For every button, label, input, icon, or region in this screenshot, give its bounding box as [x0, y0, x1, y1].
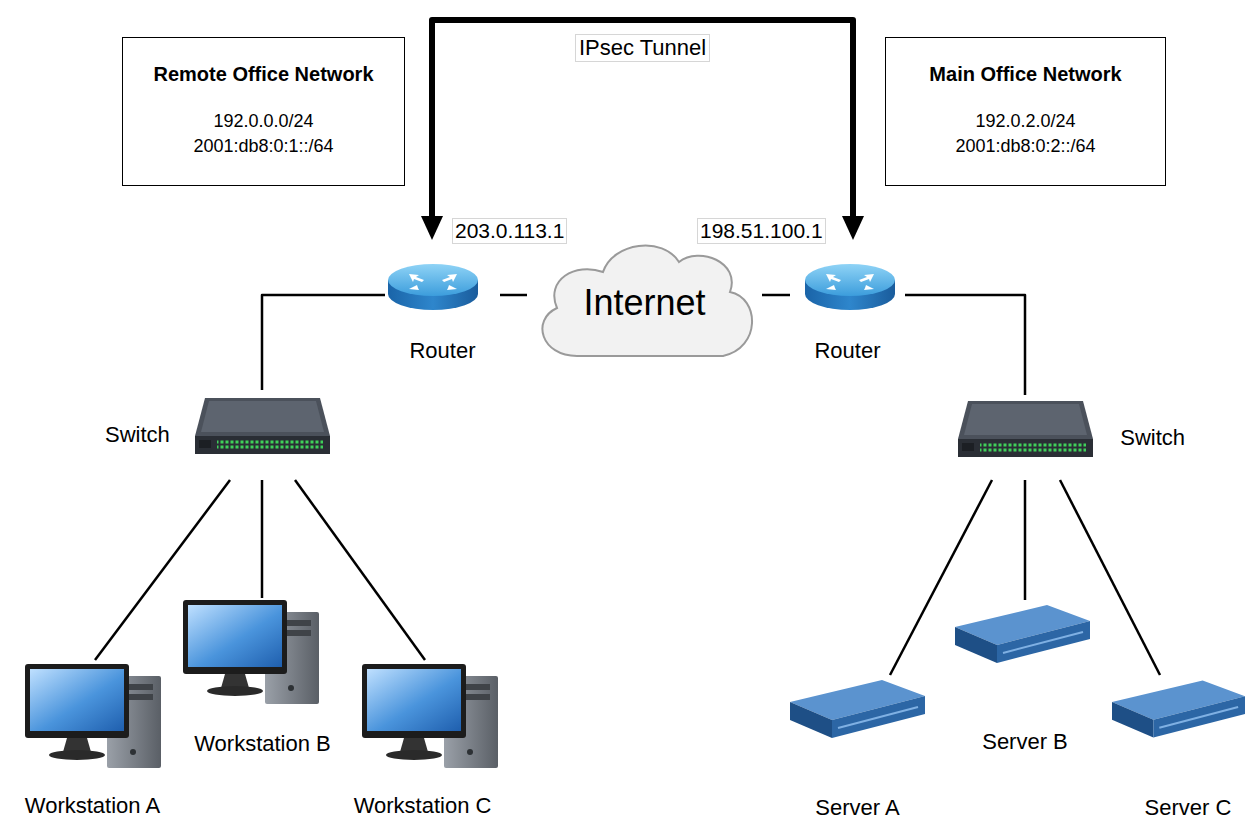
tunnel-label: IPsec Tunnel [575, 34, 710, 62]
server: Server A [780, 675, 935, 822]
device-label: Switch [1120, 424, 1185, 452]
network-link [95, 480, 230, 660]
workstation: Workstation C [340, 660, 505, 820]
ip-address-label: 203.0.113.1 [452, 218, 567, 244]
network-box: Remote Office Network 192.0.0.0/242001:db… [122, 37, 405, 186]
device-label: Internet [583, 274, 705, 324]
network-link [500, 294, 527, 297]
network-box: Main Office Network 192.0.2.0/242001:db8:… [885, 37, 1166, 186]
device-label: Workstation B [193, 730, 332, 758]
workstation: Workstation B [175, 598, 350, 758]
ipsec-tunnel [432, 20, 853, 216]
device-label: Server C [1144, 794, 1233, 822]
address-range: 192.0.0.0/24 [213, 109, 313, 134]
network-title: Remote Office Network [153, 62, 373, 87]
device-label: Workstation A [24, 792, 161, 820]
address-range: 192.0.2.0/24 [975, 109, 1075, 134]
router: Router [790, 240, 905, 365]
server: Server C [1130, 675, 1246, 822]
device-label: Switch [105, 421, 170, 449]
network-link [905, 295, 1025, 395]
network-link [261, 480, 264, 598]
device-label: Router [813, 337, 881, 365]
internet-cloud: Internet [527, 228, 762, 370]
network-link [1060, 480, 1160, 675]
network-link [890, 480, 992, 675]
address-range: 2001:db8:0:1::/64 [193, 134, 333, 159]
switch: Switch [105, 390, 335, 480]
network-title: Main Office Network [929, 62, 1121, 87]
network-link [262, 295, 385, 390]
router: Router [385, 240, 500, 365]
address-range: 2001:db8:0:2::/64 [955, 134, 1095, 159]
device-label: Server B [981, 728, 1069, 756]
ip-address-label: 198.51.100.1 [697, 218, 826, 244]
network-link [762, 294, 790, 297]
server: Server B [950, 600, 1100, 756]
switch: Switch [955, 395, 1185, 480]
network-link [295, 480, 425, 660]
device-label: Workstation C [353, 792, 493, 820]
workstation: Workstation A [10, 660, 175, 820]
network-link [1024, 480, 1027, 600]
device-label: Router [408, 337, 476, 365]
device-label: Server A [814, 794, 900, 822]
